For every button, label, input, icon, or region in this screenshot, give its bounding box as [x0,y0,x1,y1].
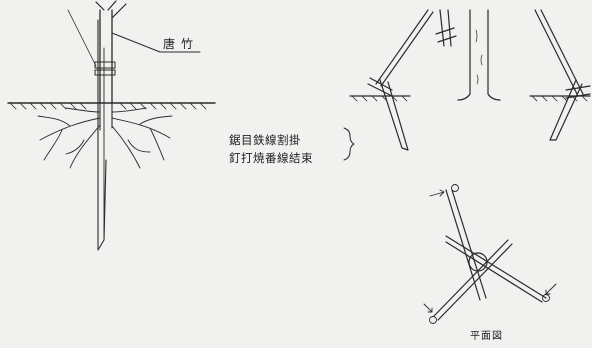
binding-note-line-2: 釘打焼番線結束 [229,151,313,165]
binding-note-line-1: 鋸目鉄線割掛 [229,133,301,147]
plan-view-label: 平面図 [470,331,503,342]
right-tripod-elevation [343,9,591,161]
plan-view-drawing [423,184,557,324]
right-ground-hatching [351,95,588,102]
left-tree-section [7,0,216,251]
roots [37,107,173,169]
ground-hatching [9,102,207,110]
bamboo-label: 唐竹 [163,37,200,51]
